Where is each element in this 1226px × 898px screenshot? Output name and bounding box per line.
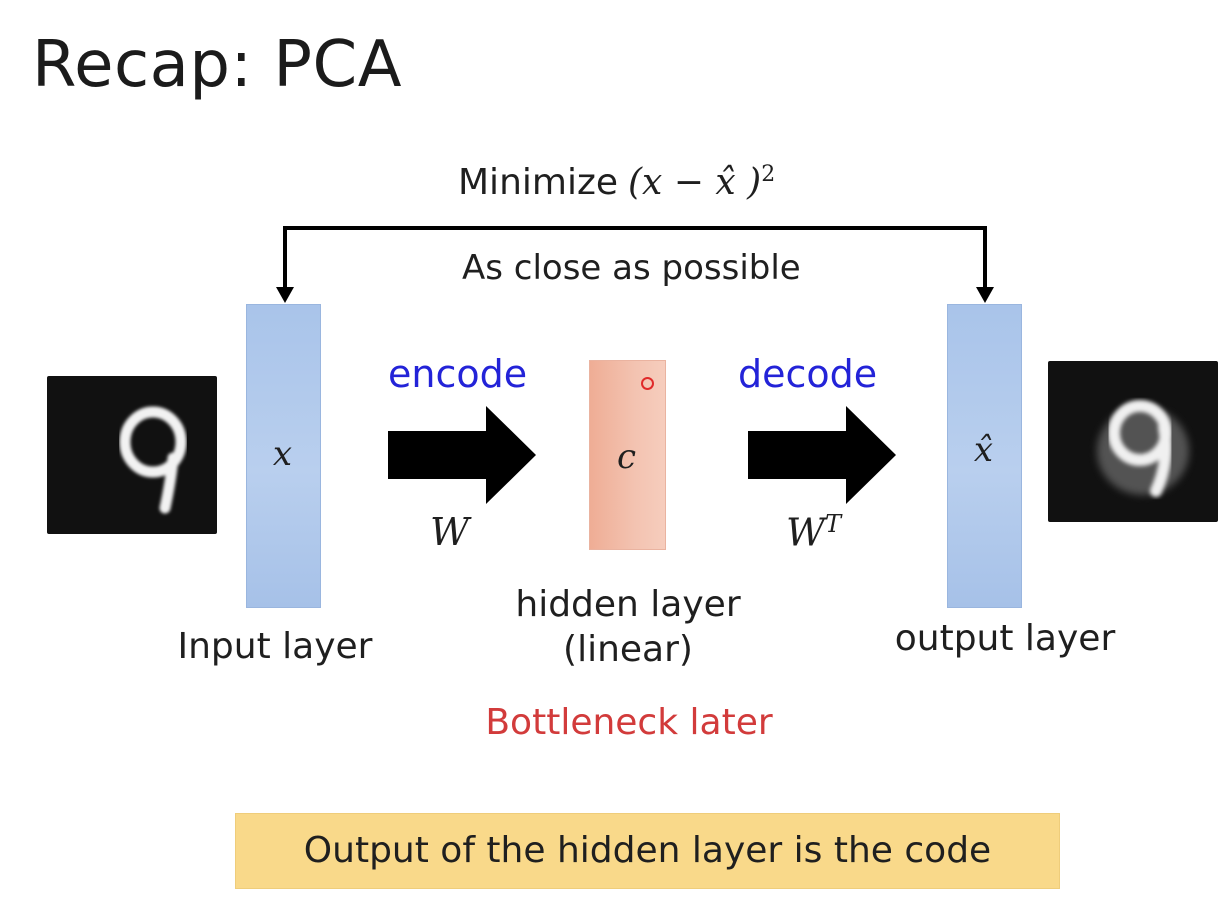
arrowhead-output (976, 287, 994, 303)
hidden-layer-label-line1: hidden layer (515, 584, 741, 625)
hidden-symbol: c (616, 437, 637, 477)
input-layer-bar (246, 304, 321, 608)
close-note: As close as possible (462, 248, 801, 288)
input-layer-label: Input layer (177, 626, 373, 667)
encode-arrow-icon (388, 406, 536, 504)
feedback-line-left (283, 226, 287, 290)
code-callout-text: Output of the hidden layer is the code (303, 830, 992, 871)
decode-weight: WT (786, 510, 842, 555)
arrowhead-input (276, 287, 294, 303)
feedback-line (283, 226, 987, 230)
encode-weight: W (430, 510, 470, 554)
objective-text: Minimize(x − x̂ )2 (458, 162, 775, 203)
hidden-layer-label: hidden layer (linear) (478, 584, 778, 670)
bottleneck-note: Bottleneck later (485, 702, 773, 743)
input-symbol: x (272, 434, 293, 474)
decode-weight-transpose: T (825, 510, 842, 538)
output-layer-bar (947, 304, 1022, 608)
minimize-label: Minimize (458, 162, 618, 203)
output-digit-image (1048, 361, 1218, 522)
slide-title: Recap: PCA (32, 28, 402, 102)
code-callout-box: Output of the hidden layer is the code (235, 813, 1060, 889)
decode-label: decode (738, 352, 878, 396)
digit-nine-output (1097, 400, 1189, 497)
hidden-layer-bar (589, 360, 666, 550)
hidden-layer-label-line2: (linear) (563, 629, 693, 670)
decode-arrow-icon (748, 406, 896, 504)
digit-nine-input (119, 406, 187, 514)
red-dot-marker (641, 377, 654, 390)
input-digit-image (47, 376, 217, 534)
feedback-line-right (983, 226, 987, 290)
output-layer-label: output layer (894, 618, 1116, 659)
output-symbol: x̂ (973, 430, 994, 470)
loss-formula: (x − x̂ )2 (628, 162, 776, 203)
formula-exponent: 2 (761, 162, 776, 187)
encode-label: encode (388, 352, 528, 396)
